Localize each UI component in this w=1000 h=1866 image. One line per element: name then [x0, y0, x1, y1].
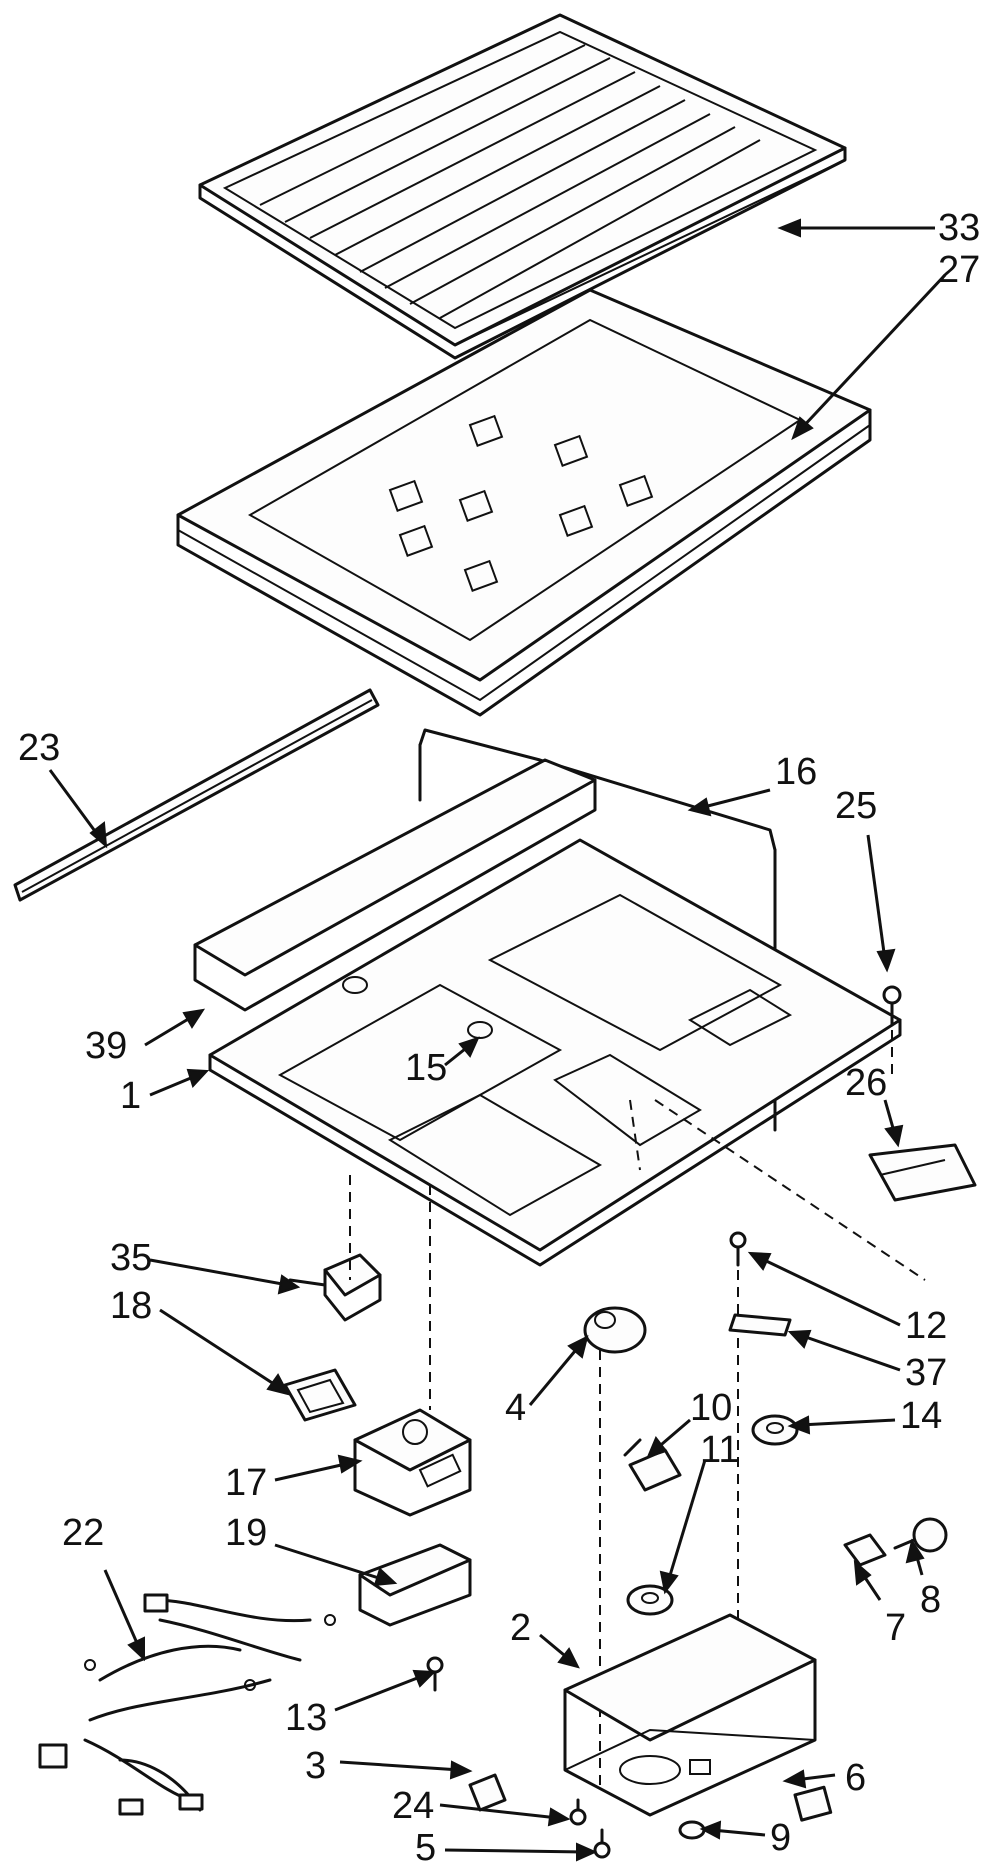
part-12-screw — [729, 1231, 747, 1640]
part-7-socket — [843, 1533, 887, 1567]
callout-10: 10 — [690, 1387, 732, 1429]
callout-19: 19 — [225, 1512, 267, 1554]
callout-18: 18 — [110, 1285, 152, 1327]
callout-7: 7 — [885, 1607, 906, 1649]
callout-9: 9 — [770, 1817, 791, 1859]
part-17-control-housing — [353, 1408, 472, 1517]
leader-lines — [48, 218, 947, 1862]
part-35-fitting — [288, 1253, 382, 1322]
callout-5: 5 — [415, 1827, 436, 1866]
alignment-line — [654, 1099, 926, 1281]
callout-13: 13 — [285, 1697, 327, 1739]
callout-35: 35 — [110, 1237, 152, 1279]
part-4-knob — [583, 1306, 647, 1790]
callout-15: 15 — [405, 1047, 447, 1089]
part-2-control-box — [563, 1613, 817, 1817]
callout-2: 2 — [510, 1607, 531, 1649]
callout-22: 22 — [62, 1512, 104, 1554]
callout-4: 4 — [505, 1387, 526, 1429]
part-23-trim-strip — [13, 688, 380, 902]
part-3-clip — [468, 1773, 507, 1812]
part-33-shelf-grille — [198, 13, 847, 360]
callout-39: 39 — [85, 1025, 127, 1067]
part-27-tray-frame — [176, 288, 872, 717]
callout-labels: 33 27 23 16 25 39 15 1 26 35 18 12 37 4 … — [18, 207, 980, 1866]
part-14-grommet — [751, 1414, 799, 1446]
part-18-gasket — [283, 1368, 357, 1422]
callout-1: 1 — [120, 1075, 141, 1117]
part-24-screw — [569, 1798, 587, 1826]
callout-8: 8 — [920, 1579, 941, 1621]
callout-23: 23 — [18, 727, 60, 769]
part-22-wiring-harness — [38, 1593, 336, 1816]
alignment-line — [629, 1099, 641, 1171]
part-26-insulation-pad — [868, 1143, 977, 1202]
callout-33: 33 — [938, 207, 980, 249]
part-39-bracket — [193, 758, 597, 1012]
callout-24: 24 — [392, 1785, 434, 1827]
part-25-screw — [882, 985, 902, 1080]
part-11-grommet — [626, 1584, 674, 1616]
callout-37: 37 — [905, 1352, 947, 1394]
part-8-bulb — [893, 1517, 948, 1553]
callout-27: 27 — [938, 249, 980, 291]
part-37-clip — [728, 1313, 792, 1337]
callout-26: 26 — [845, 1062, 887, 1104]
part-6-switch — [793, 1785, 833, 1822]
callout-16: 16 — [775, 751, 817, 793]
callout-14: 14 — [900, 1395, 942, 1437]
callout-3: 3 — [305, 1745, 326, 1787]
callout-17: 17 — [225, 1462, 267, 1504]
callout-11: 11 — [700, 1429, 739, 1471]
callout-12: 12 — [905, 1305, 947, 1347]
callout-25: 25 — [835, 785, 877, 827]
part-9-nut — [678, 1820, 706, 1840]
part-5-screw — [593, 1828, 611, 1859]
callout-6: 6 — [845, 1757, 866, 1799]
